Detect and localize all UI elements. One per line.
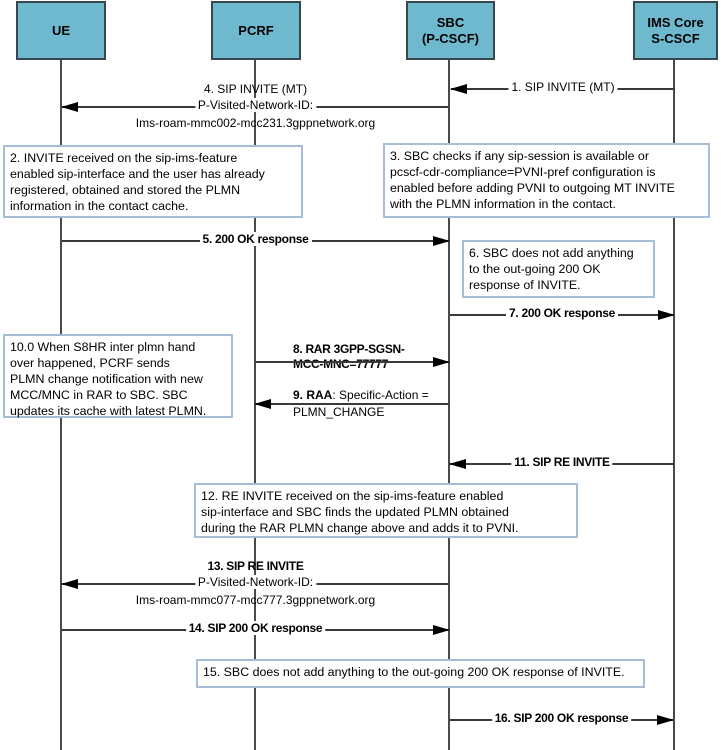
message-9-label-rest: : Specific-Action = [332,388,429,402]
note-10: 10.0 When S8HR inter plmn hand over happ… [3,334,233,418]
message-4-header: P-Visited-Network-ID: [194,98,317,112]
note-12: 12. RE INVITE received on the sip-ims-fe… [194,483,578,538]
arrowhead-right-icon [433,236,450,246]
arrowhead-left-icon [254,399,271,409]
participant-ue-label: UE [51,22,71,38]
note-3-line: with the PLMN information in the contact… [390,197,616,211]
message-9-line [255,403,449,405]
message-4-label: 4. SIP INVITE (MT) [203,82,308,96]
message-8-label-line1: 8. RAR 3GPP-SGSN- [293,342,405,356]
note-3: 3. SBC checks if any sip-session is avai… [383,143,710,218]
message-16-label: 16. SIP 200 OK response [491,711,632,725]
message-1-label: 1. SIP INVITE (MT) [508,80,618,94]
message-13-value: Ims-roam-mmc077-mcc777.3gppnetwork.org [135,593,376,607]
arrowhead-left-icon [61,102,78,112]
participant-ims: IMS Core S-CSCF [633,1,718,60]
arrowhead-right-icon [433,357,450,367]
participant-ue: UE [16,1,106,60]
note-10-line: over happened, PCRF sends [10,356,170,370]
note-10-line: 10.0 When S8HR inter plmn hand [10,340,196,354]
note-3-line: enabled before adding PVNI to outgoing M… [390,181,675,195]
message-4-value: Ims-roam-mmc002-mcc231.3gppnetwork.org [135,116,376,130]
message-5-label: 5. 200 OK response [199,232,312,246]
note-15: 15. SBC does not add anything to the out… [196,659,645,688]
participant-sbc-label: SBC [436,14,465,30]
note-2: 2. INVITE received on the sip-ims-featur… [3,145,303,218]
note-2-line: information in the contact cache. [10,199,189,213]
arrowhead-left-icon [450,84,467,94]
message-13-header: P-Visited-Network-ID: [194,575,317,589]
note-15-line: 15. SBC does not add anything to the out… [203,665,625,679]
note-10-line: updates its cache with latest PLMN. [10,404,207,418]
note-3-line: pcscf-cdr-compliance=PVNI-pref configura… [390,165,656,179]
participant-pcrf: PCRF [211,1,301,60]
note-2-line: enabled sip-interface and the user has a… [10,167,265,181]
note-6: 6. SBC does not add anything to the out-… [462,240,655,298]
lifeline-ims [673,60,675,750]
arrowhead-left-icon [61,579,78,589]
message-8-label-line2: MCC-MNC=77777 [293,357,389,371]
message-11-label: 11. SIP RE INVITE [511,455,613,469]
note-2-line: registered, obtained and stored the PLMN [10,183,241,197]
note-10-line: PLMN change notification with new [10,372,203,386]
note-6-line: response of INVITE. [469,278,581,292]
message-9-label-line2: PLMN_CHANGE [293,405,385,419]
message-14-label: 14. SIP 200 OK response [185,621,326,635]
message-9-label-bold: 9. RAA [293,388,333,402]
arrowhead-right-icon [658,310,675,320]
note-3-line: 3. SBC checks if any sip-session is avai… [390,149,649,163]
message-9-label-line1: 9. RAA: Specific-Action = [293,388,429,402]
message-8-line [255,361,449,363]
note-12-line: during the RAR PLMN change above and add… [201,521,519,535]
note-10-line: MCC/MNC in RAR to SBC. SBC [10,388,188,402]
note-12-line: sip-interface and SBC finds the updated … [201,505,509,519]
note-6-line: to the out-going 200 OK [469,262,601,276]
note-2-line: 2. INVITE received on the sip-ims-featur… [10,151,238,165]
participant-sbc-sublabel: (P-CSCF) [421,30,480,46]
message-13-label: 13. SIP RE INVITE [207,559,304,573]
arrowhead-right-icon [657,715,674,725]
participant-ims-sublabel: S-CSCF [651,30,700,46]
participant-pcrf-label: PCRF [238,22,274,38]
arrowhead-left-icon [449,459,466,469]
participant-ims-label: IMS Core [647,14,704,30]
arrowhead-right-icon [433,625,450,635]
participant-sbc: SBC (P-CSCF) [406,1,495,60]
note-12-line: 12. RE INVITE received on the sip-ims-fe… [201,489,504,503]
lifeline-sbc [448,60,450,750]
note-6-line: 6. SBC does not add anything [469,246,634,260]
message-7-label: 7. 200 OK response [506,306,618,320]
